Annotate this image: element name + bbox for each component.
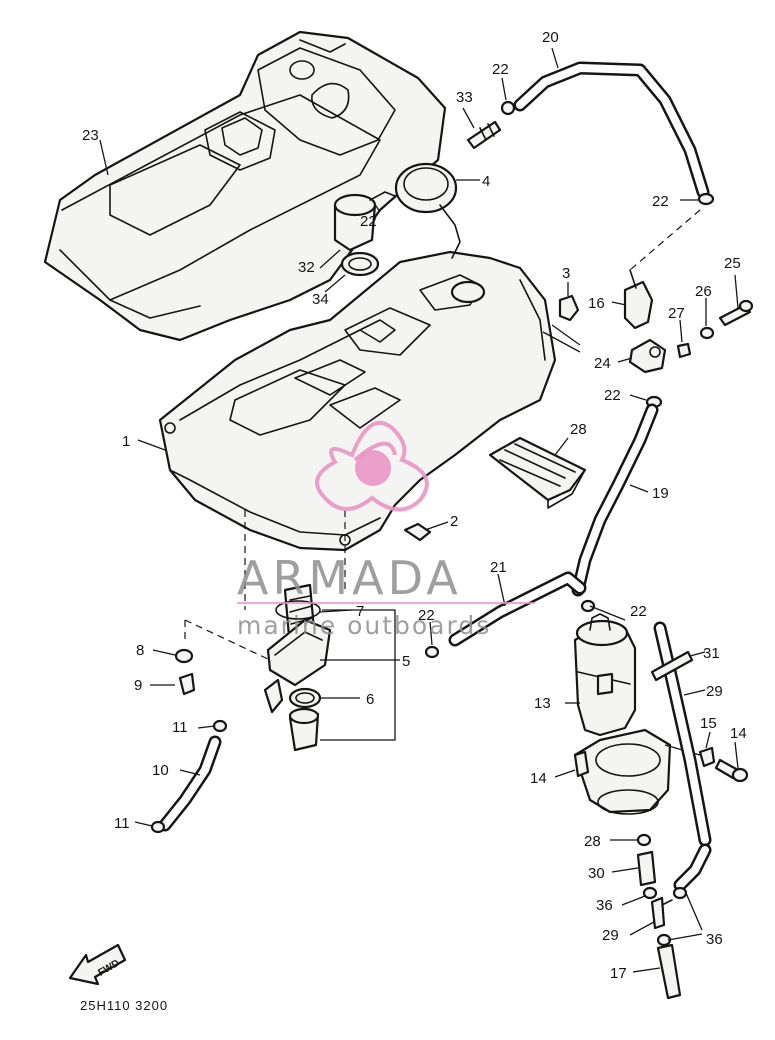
callout-33: 32: [298, 259, 315, 276]
armada-watermark: ARMADA marine outboards: [237, 421, 535, 640]
callout-22-mid: 22: [604, 387, 621, 404]
watermark-brand: ARMADA: [237, 551, 462, 605]
callout-21: 21: [490, 559, 507, 576]
fitting-part-34: [466, 120, 502, 150]
tank-cover-part-12: [43, 30, 447, 342]
clip-part-11a: [212, 719, 228, 733]
callout-18: 17: [610, 965, 627, 982]
clip-part-32: [650, 650, 694, 682]
callout-22-cap: 22: [360, 213, 377, 230]
callout-35: 34: [312, 291, 329, 308]
filler-band-part-35: [340, 251, 380, 277]
clip-part-36a: [642, 886, 688, 900]
callout-14: 14: [530, 770, 547, 787]
callout-29: 29: [602, 927, 619, 944]
bracket-part-23: [628, 338, 667, 374]
callout-15: 14: [730, 725, 747, 742]
bolt-part-15: [714, 758, 749, 783]
fuel-cock-part-5: [263, 618, 332, 714]
callout-28: 28: [584, 833, 601, 850]
clip-part-11b: [150, 820, 166, 834]
filler-neck-part-33: [333, 191, 396, 252]
fuel-hose-part-19: [571, 403, 659, 597]
washer-part-25: [699, 326, 715, 340]
fuel-filter-part-13: [573, 613, 637, 737]
callout-36-right: 36: [706, 931, 723, 948]
filter-bracket-part-14: [573, 728, 672, 815]
callout-5: 5: [402, 653, 410, 670]
callout-13: 13: [534, 695, 551, 712]
hose-part-18: [656, 943, 682, 1000]
screw-part-16: [698, 746, 716, 768]
hose-part-30: [653, 621, 712, 892]
fuel-tank-part-1: [158, 250, 557, 552]
washer-part-8: [174, 648, 194, 664]
callout-30: 29: [706, 683, 723, 700]
cup-part-5b: [288, 707, 320, 752]
callout-12: 23: [82, 127, 99, 144]
callout-34: 33: [456, 89, 473, 106]
callout-11-top: 11: [172, 719, 188, 736]
drawing-code: 25H110 3200: [80, 998, 168, 1013]
bolt-part-24: [718, 299, 754, 327]
callout-3: 3: [562, 265, 570, 282]
fwd-arrow-icon: FWD: [68, 943, 127, 986]
callout-22-top: 22: [492, 61, 509, 78]
callout-20: 20: [542, 29, 559, 46]
watermark-tagline: marine outboards: [237, 611, 491, 640]
callout-36-left: 36: [596, 897, 613, 914]
callout-24: 25: [724, 255, 741, 272]
joint-part-29: [650, 896, 673, 930]
callout-8: 8: [136, 642, 144, 659]
callout-23: 24: [594, 355, 611, 372]
callout-25: 26: [695, 283, 712, 300]
hose-part-31: [636, 850, 657, 887]
grommet-part-3: [558, 294, 580, 322]
callout-32: 31: [703, 645, 720, 662]
nut-part-26: [676, 342, 692, 359]
callout-22-right: 22: [652, 193, 669, 210]
callout-9: 9: [134, 677, 142, 694]
grommet-part-2: [403, 522, 432, 542]
rubber-pad-part-27: [488, 436, 587, 509]
callout-4: 4: [482, 173, 490, 190]
clip-part-22a: [500, 100, 516, 116]
fuel-hose-part-21: [448, 571, 587, 647]
filler-cap-part-4: [394, 162, 480, 259]
callout-19: 19: [652, 485, 669, 502]
valve-part-17: [623, 269, 654, 330]
callout-17: 16: [588, 295, 605, 312]
clip-part-22d: [424, 599, 596, 659]
callout-16: 15: [700, 715, 717, 732]
clip-part-22b: [697, 192, 715, 206]
vent-hose-part-20: [513, 61, 710, 199]
callout-31: 30: [588, 865, 605, 882]
callout-11-bottom: 11: [114, 815, 130, 832]
o-ring-part-6: [288, 687, 322, 709]
callout-27: 28: [570, 421, 587, 438]
callout-26: 27: [668, 305, 685, 322]
callout-1: 1: [122, 433, 130, 450]
clip-part-28: [636, 833, 652, 847]
screw-part-9: [178, 672, 196, 696]
callout-2: 2: [450, 513, 458, 530]
callout-22-lower: 22: [630, 603, 647, 620]
fuel-hose-part-10: [158, 735, 222, 832]
callout-22-cock: 22: [418, 607, 435, 624]
callout-7: 7: [356, 603, 364, 620]
callout-10: 10: [152, 762, 169, 779]
callout-6: 6: [366, 691, 374, 708]
